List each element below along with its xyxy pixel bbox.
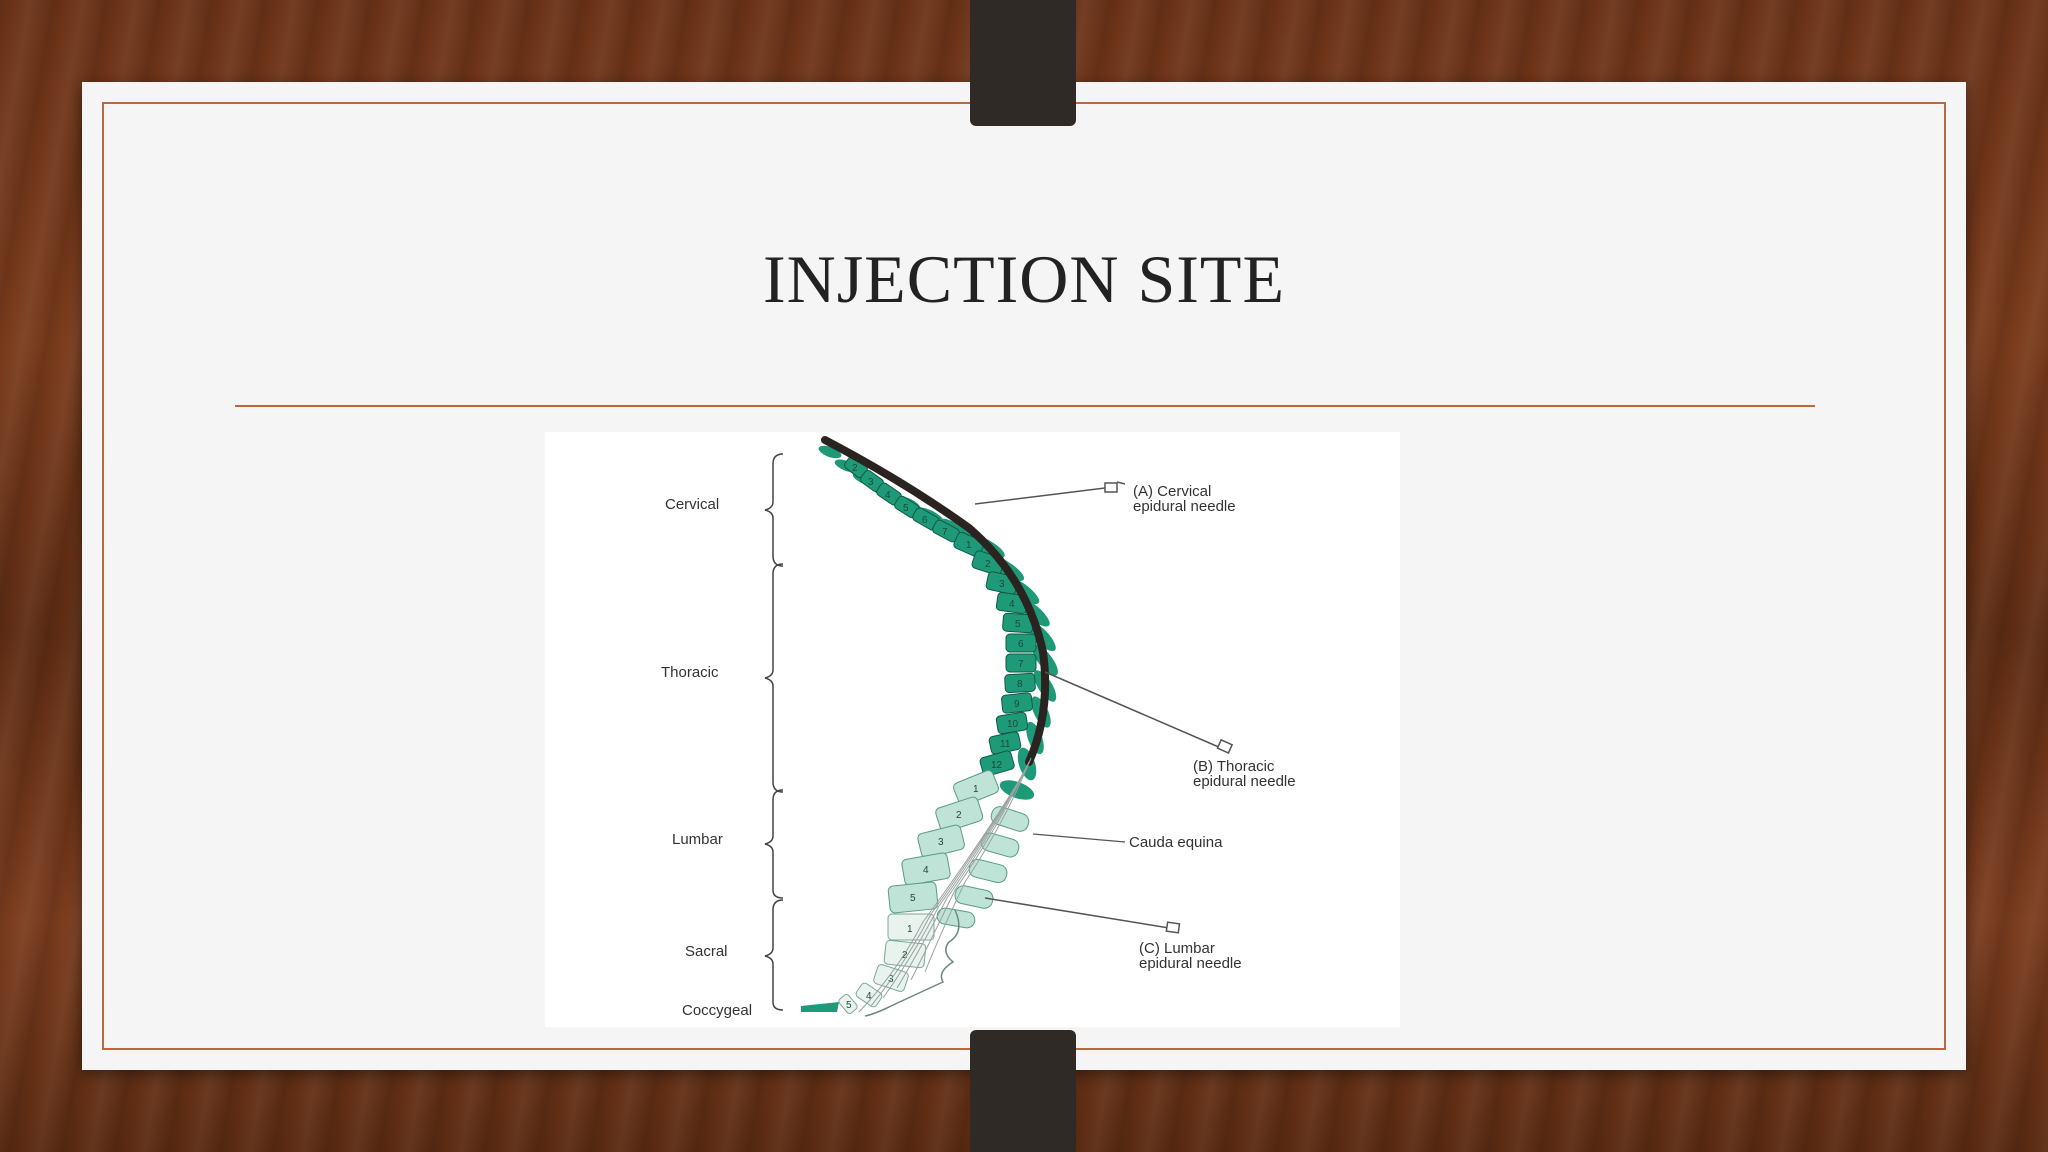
thoracic-brace [764, 563, 784, 793]
needle-b [1044, 671, 1234, 754]
lumbar-brace [764, 789, 784, 899]
bottom-strap [970, 1030, 1076, 1152]
spine-svg: Cervical Thoracic Lumbar Sacral Coccygea… [661, 436, 1296, 1019]
svg-text:4: 4 [1009, 599, 1015, 610]
svg-text:9: 9 [1014, 699, 1020, 710]
cervical-brace [764, 453, 784, 567]
svg-text:1: 1 [973, 784, 979, 795]
label-thoracic: Thoracic [661, 664, 719, 681]
svg-text:1: 1 [907, 924, 913, 935]
label-cervical: Cervical [665, 496, 719, 513]
needle-b-label-2: epidural needle [1193, 773, 1296, 790]
needle-b-label-1: (B) Thoracic [1193, 758, 1275, 775]
svg-text:2: 2 [902, 950, 908, 961]
needle-a-label-1: (A) Cervical [1133, 483, 1211, 500]
thoracic-vertebrae [953, 531, 1037, 777]
svg-text:6: 6 [1018, 639, 1024, 650]
svg-text:2: 2 [956, 810, 962, 821]
svg-text:6: 6 [922, 515, 928, 526]
sacral-crest [864, 909, 960, 1017]
cauda-equina-leader [1032, 833, 1126, 843]
svg-text:4: 4 [923, 865, 929, 876]
needle-c-label-2: epidural needle [1139, 955, 1242, 972]
spine-diagram: Cervical Thoracic Lumbar Sacral Coccygea… [545, 432, 1400, 1027]
spinal-cord [821, 436, 1050, 766]
needle-a [974, 481, 1126, 505]
needle-a-label-2: epidural needle [1133, 498, 1236, 515]
needle-c [984, 897, 1181, 934]
svg-text:3: 3 [999, 579, 1005, 590]
label-sacral: Sacral [685, 943, 728, 960]
top-strap [970, 0, 1076, 126]
svg-text:4: 4 [866, 991, 872, 1002]
svg-text:5: 5 [1015, 619, 1021, 630]
svg-text:7: 7 [942, 527, 948, 538]
thoracic-numbers: 1 2 3 4 5 6 7 8 9 10 11 12 [966, 540, 1024, 771]
lumbar-numbers: 1 2 3 4 5 [910, 784, 979, 904]
label-coccygeal: Coccygeal [682, 1002, 752, 1019]
svg-text:2: 2 [985, 559, 991, 570]
coccyx [801, 1002, 839, 1012]
svg-text:5: 5 [903, 503, 909, 514]
svg-text:4: 4 [885, 490, 891, 501]
svg-text:5: 5 [910, 893, 916, 904]
svg-text:1: 1 [966, 540, 972, 551]
cauda-equina-label: Cauda equina [1129, 834, 1223, 851]
svg-text:3: 3 [868, 477, 874, 488]
cauda-equina-fibers [858, 757, 1032, 1013]
svg-text:8: 8 [1017, 679, 1023, 690]
svg-text:10: 10 [1007, 719, 1019, 730]
svg-text:5: 5 [846, 1000, 852, 1011]
svg-text:12: 12 [991, 760, 1003, 771]
svg-text:11: 11 [1000, 739, 1011, 750]
svg-text:7: 7 [1018, 659, 1024, 670]
svg-text:3: 3 [938, 837, 944, 848]
needle-c-label-1: (C) Lumbar [1139, 940, 1215, 957]
cervical-numbers: 2 3 4 5 6 7 [852, 463, 948, 538]
title-divider [235, 405, 1815, 407]
cervical-vertebrae [844, 455, 960, 543]
region-braces [764, 453, 784, 1011]
sacral-brace [764, 899, 784, 1011]
svg-text:2: 2 [852, 463, 858, 474]
lumbar-vertebrae [887, 770, 999, 914]
label-lumbar: Lumbar [672, 831, 723, 848]
slide-title: INJECTION SITE [762, 241, 1286, 317]
